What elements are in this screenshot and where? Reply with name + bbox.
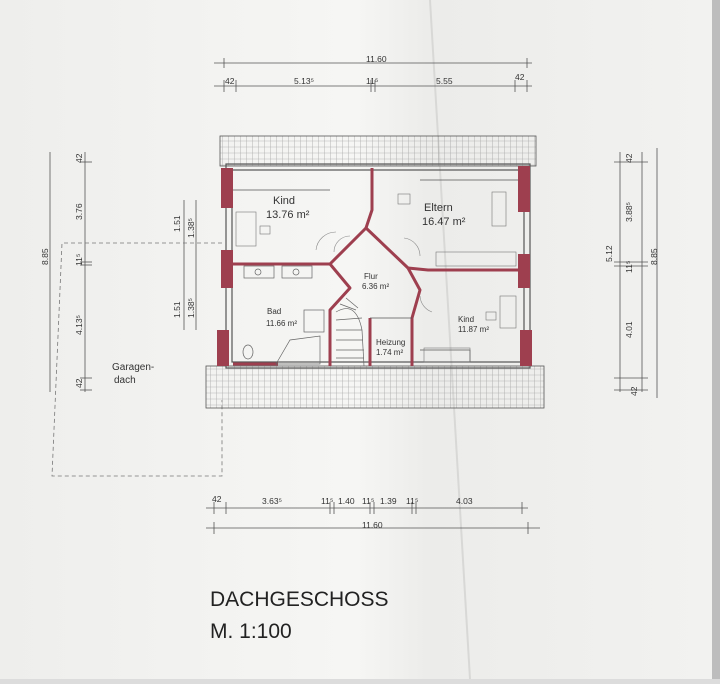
top-dim-3: 5.55 <box>436 76 453 86</box>
right-dim-0: 42 <box>624 153 634 163</box>
room-name-kind-2: Kind <box>458 315 474 324</box>
right-dim-6: 42 <box>629 386 639 396</box>
right-dimension <box>614 148 658 398</box>
bottom-dim-0: 42 <box>212 494 222 504</box>
left-dim-5: 42 <box>74 378 84 388</box>
right-dim-3: 11⁵ <box>624 261 634 273</box>
left-dim-total: 8.85 <box>40 248 50 265</box>
bathroom-fixtures <box>242 265 325 365</box>
garage-label-2: dach <box>114 375 136 386</box>
left-inner-dim-3: 1.38⁵ <box>186 298 196 318</box>
left-inner-dim-2: 1.51 <box>172 301 182 318</box>
left-inner-dim-0: 1.51 <box>172 215 182 232</box>
room-area-eltern: 16.47 m² <box>422 216 466 228</box>
paper-edge <box>712 0 720 679</box>
left-dimension <box>49 152 92 392</box>
roof-bottom <box>205 365 545 409</box>
left-dim-3: 11⁵ <box>74 254 84 266</box>
bottom-dimension <box>206 502 540 534</box>
room-area-kind-2: 11.87 m² <box>458 325 489 334</box>
top-dim-1: 5.13⁵ <box>294 76 314 86</box>
roof-top <box>219 135 537 167</box>
door-swings <box>315 231 433 313</box>
furniture <box>235 191 517 363</box>
right-dim-2: 5.12 <box>604 245 614 262</box>
right-dim-5: 4.01 <box>624 321 634 338</box>
room-name-kind-1: Kind <box>273 195 295 207</box>
bottom-dim-5: 1.39 <box>380 496 397 506</box>
plan-title: DACHGESCHOSS <box>210 588 389 611</box>
right-dim-4: 8.85 <box>649 248 659 265</box>
paper-fold <box>429 0 471 680</box>
top-total-dim: 11.60 <box>366 54 387 64</box>
bottom-total-dim: 11.60 <box>362 520 383 530</box>
top-dim-2: 11⁵ <box>366 76 378 86</box>
garage-roof-outline <box>51 242 223 477</box>
room-name-bad: Bad <box>267 307 281 316</box>
room-name-heizung: Heizung <box>376 338 405 347</box>
red-wall-segments <box>217 166 532 366</box>
left-inner-dimension <box>183 200 197 330</box>
top-dimension <box>214 58 532 92</box>
room-area-flur: 6.36 m² <box>362 282 389 291</box>
left-dim-1: 42 <box>74 153 84 163</box>
interior-walls <box>233 168 518 366</box>
left-dim-2: 3.76 <box>74 203 84 220</box>
room-name-flur: Flur <box>364 272 378 281</box>
bottom-dim-7: 4.03 <box>456 496 473 506</box>
staircase <box>335 297 365 367</box>
bottom-dim-1: 3.63⁵ <box>262 496 282 506</box>
top-dim-4: 42 <box>515 72 525 82</box>
bottom-dim-4: 11⁵ <box>362 496 374 506</box>
room-area-heizung: 1.74 m² <box>376 348 403 357</box>
garage-label-1: Garagen- <box>112 362 154 373</box>
bottom-dim-2: 11⁵ <box>321 496 333 506</box>
plan-scale: M. 1:100 <box>210 620 292 643</box>
left-dim-4: 4.13⁵ <box>74 315 84 335</box>
bottom-dim-6: 11⁵ <box>406 496 418 506</box>
room-area-bad: 11.66 m² <box>266 319 297 328</box>
left-inner-dim-1: 1.38⁵ <box>186 218 196 238</box>
right-dim-1: 3.88⁵ <box>624 202 634 222</box>
bottom-dim-3: 1.40 <box>338 496 355 506</box>
room-name-eltern: Eltern <box>424 202 453 214</box>
room-area-kind-1: 13.76 m² <box>266 209 310 221</box>
top-dim-0: 42 <box>225 76 235 86</box>
